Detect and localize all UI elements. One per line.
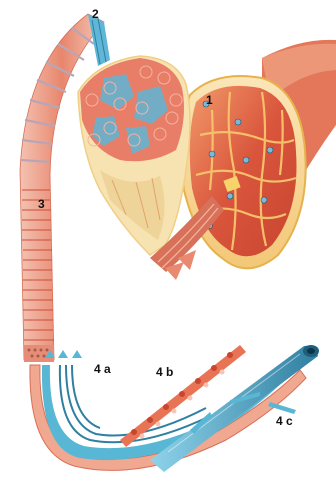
filament-arrow-tips bbox=[45, 350, 82, 358]
label-4c: 4 c bbox=[276, 414, 293, 428]
thin-filament-lumen bbox=[307, 348, 315, 354]
label-1: 1 bbox=[206, 93, 213, 107]
fiber-tube bbox=[20, 14, 104, 360]
fascicle bbox=[78, 56, 190, 255]
label-4a: 4 a bbox=[94, 362, 111, 376]
thin-filament-4c bbox=[150, 345, 319, 472]
whole-muscle bbox=[181, 40, 336, 268]
label-3: 3 bbox=[38, 197, 45, 211]
myofilaments bbox=[30, 345, 319, 472]
top-connection bbox=[88, 14, 110, 66]
label-2: 2 bbox=[92, 7, 99, 21]
label-4b: 4 b bbox=[156, 365, 173, 379]
muscle-fiber bbox=[20, 14, 104, 362]
